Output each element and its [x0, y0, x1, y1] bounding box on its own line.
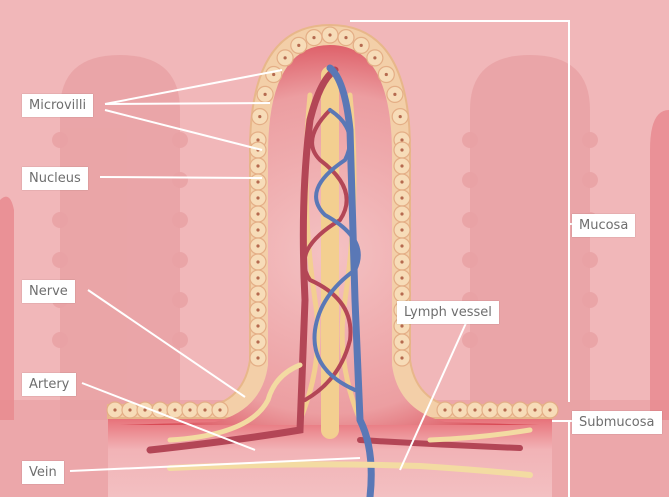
label-nucleus: Nucleus	[22, 167, 88, 190]
cell-nucleus	[128, 408, 132, 412]
cell-nucleus	[503, 408, 507, 412]
cell-nucleus	[256, 324, 260, 328]
cell-nucleus	[272, 72, 276, 77]
label-lymph-vessel: Lymph vessel	[397, 301, 499, 324]
cell-nucleus	[443, 408, 447, 412]
cell-nucleus	[400, 180, 404, 184]
cell-nucleus	[256, 356, 260, 360]
cell-nucleus	[256, 260, 260, 264]
cell-nucleus	[312, 36, 316, 40]
cell-nucleus	[400, 228, 404, 232]
cell-nucleus	[344, 36, 348, 40]
cell-nucleus	[173, 408, 177, 412]
label-mucosa: Mucosa	[572, 214, 636, 237]
label-microvilli: Microvilli	[22, 94, 94, 117]
nerve-fibers	[167, 362, 533, 478]
cell-nucleus	[256, 276, 260, 280]
cell-nucleus	[400, 356, 404, 360]
cell-nucleus	[384, 72, 388, 77]
cell-nucleus	[533, 408, 537, 412]
cell-nucleus	[400, 196, 404, 200]
label-artery: Artery	[22, 373, 77, 396]
cell-nucleus	[158, 408, 162, 412]
cell-nucleus	[473, 408, 477, 412]
cell-nucleus	[283, 56, 287, 60]
label-nerve: Nerve	[22, 280, 75, 303]
cell-nucleus	[143, 408, 147, 412]
cell-nucleus	[488, 408, 492, 412]
cell-nucleus	[393, 92, 397, 96]
cell-nucleus	[256, 138, 260, 142]
cell-nucleus	[188, 408, 192, 412]
cell-nucleus	[458, 408, 462, 412]
cell-nucleus	[400, 138, 404, 142]
cell-nucleus	[400, 324, 404, 328]
cell-nucleus	[256, 340, 260, 344]
vein-vessels	[312, 64, 375, 497]
cell-nucleus	[256, 212, 260, 216]
cell-nucleus	[256, 196, 260, 200]
epithelial-cells	[106, 26, 559, 419]
cell-nucleus	[113, 408, 117, 412]
cell-nucleus	[548, 408, 552, 412]
cell-nucleus	[400, 212, 404, 216]
cell-nucleus	[400, 340, 404, 344]
layer-brackets	[350, 20, 572, 497]
cell-nucleus	[256, 180, 260, 184]
cell-nucleus	[203, 408, 207, 412]
cell-nucleus	[518, 408, 522, 412]
cell-nucleus	[258, 115, 262, 119]
cell-nucleus	[400, 244, 404, 248]
cell-nucleus	[373, 56, 377, 60]
label-vein: Vein	[22, 461, 64, 484]
cell-nucleus	[400, 276, 404, 280]
cell-nucleus	[218, 408, 222, 412]
leader-lines	[69, 69, 467, 472]
cell-nucleus	[359, 43, 363, 48]
cell-nucleus	[400, 164, 404, 168]
cell-nucleus	[400, 292, 404, 296]
background-villi	[0, 55, 669, 420]
cell-nucleus	[398, 115, 402, 119]
cell-nucleus	[400, 148, 404, 152]
cell-nucleus	[400, 260, 404, 264]
cell-nucleus	[328, 33, 332, 37]
cell-nucleus	[297, 43, 301, 48]
cell-nucleus	[256, 228, 260, 232]
cell-nucleus	[256, 292, 260, 296]
cell-nucleus	[256, 244, 260, 248]
artery-vessels	[146, 66, 523, 454]
cell-nucleus	[263, 92, 267, 96]
label-submucosa: Submucosa	[572, 411, 662, 434]
cell-nucleus	[256, 308, 260, 312]
cell-nucleus	[256, 164, 260, 168]
